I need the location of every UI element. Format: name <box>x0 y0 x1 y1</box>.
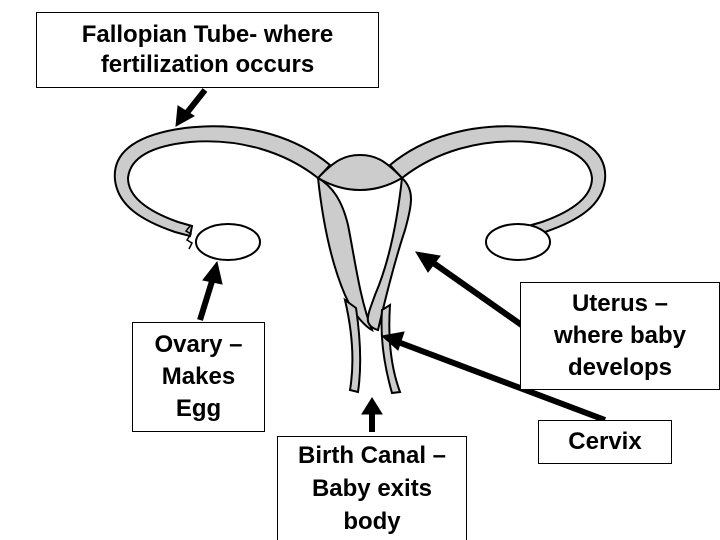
left-fallopian-tube <box>113 125 332 238</box>
right-ovary <box>485 223 551 261</box>
uterus-left-wall <box>316 176 374 333</box>
ovary-label-line-3: Egg <box>175 395 222 422</box>
birth-canal-label: Birth Canal – Baby exits body <box>277 436 467 540</box>
arrowhead-uterus <box>415 251 441 273</box>
fallopian-tube-label: Fallopian Tube- where fertilization occu… <box>36 12 379 88</box>
uterus-label-line-2: where baby <box>553 322 687 349</box>
ovary-label-line-2: Makes <box>161 363 236 390</box>
birth-canal-label-line-1: Birth Canal – <box>297 442 447 469</box>
uterus-fundus <box>316 153 404 192</box>
ovary-label: Ovary – Makes Egg <box>132 322 265 432</box>
cervix-label-line-1: Cervix <box>568 428 642 455</box>
ovary-label-line-1: Ovary – <box>154 331 243 358</box>
left-fimbriae <box>184 225 193 250</box>
uterus-label: Uterus – where baby develops <box>520 282 720 390</box>
uterus-label-line-3: develops <box>567 354 673 381</box>
birth-canal-label-line-2: Baby exits <box>311 475 433 502</box>
fallopian-tube-label-line-1: Fallopian Tube- where <box>81 21 334 48</box>
right-fallopian-tube <box>388 125 607 238</box>
uterus-right-wall <box>366 175 412 332</box>
arrowhead-cervix <box>380 331 405 351</box>
arrow-cervix <box>396 339 607 423</box>
arrow-ovary <box>197 277 216 321</box>
arrowhead-birth-canal <box>361 397 383 415</box>
birth-canal-left-wall <box>343 297 362 394</box>
arrowhead-fallopian-tube <box>175 105 195 127</box>
arrow-fallopian-tube <box>183 88 208 116</box>
arrowhead-ovary <box>202 260 223 285</box>
left-ovary <box>195 223 261 261</box>
birth-canal-label-line-3: body <box>343 508 401 535</box>
uterus-label-line-1: Uterus – <box>571 290 669 317</box>
cervix-label: Cervix <box>538 420 672 464</box>
fallopian-tube-label-line-2: fertilization occurs <box>100 51 315 78</box>
